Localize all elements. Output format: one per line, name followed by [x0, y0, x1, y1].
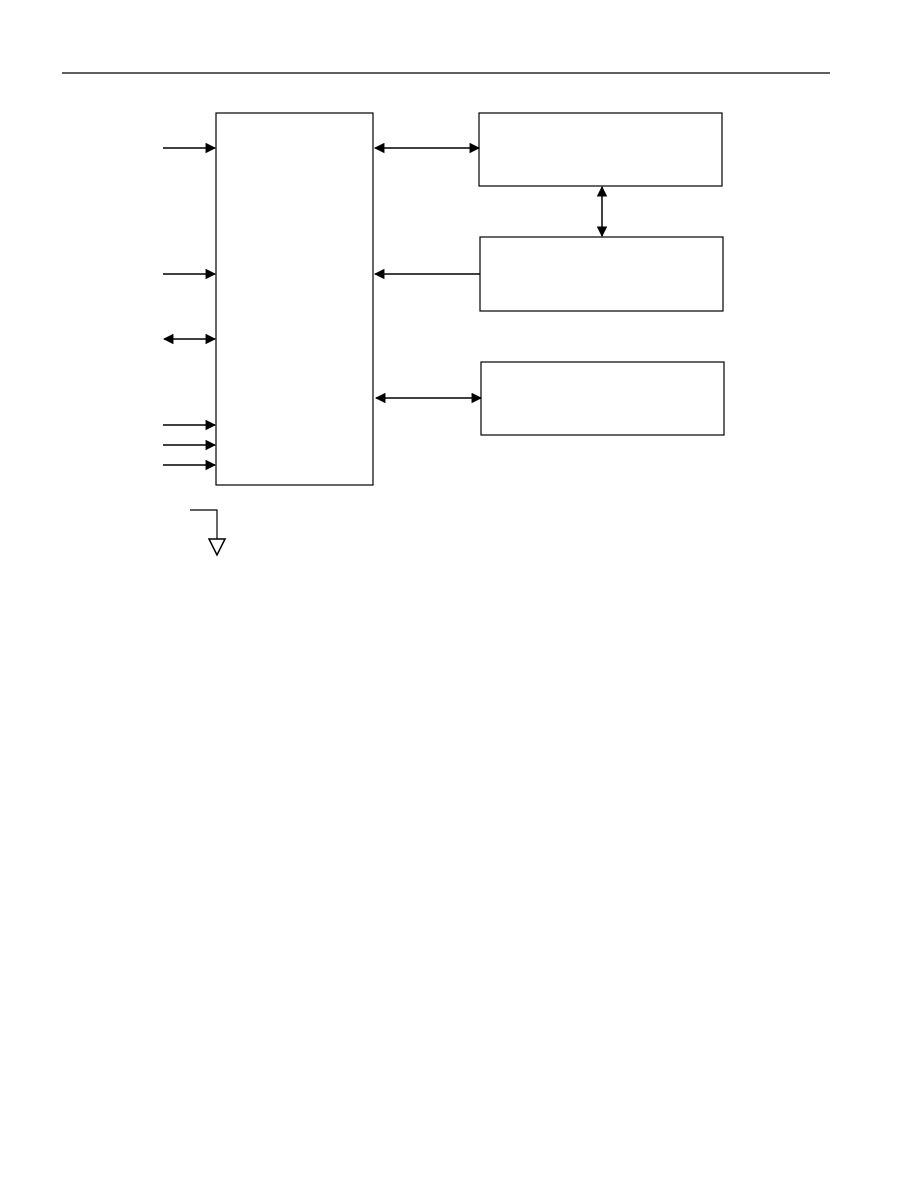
ground-icon — [190, 509, 227, 557]
lower-right-block — [480, 361, 725, 436]
upper-right-block — [478, 112, 723, 187]
main-block — [215, 112, 374, 486]
middle-right-block — [479, 236, 724, 312]
